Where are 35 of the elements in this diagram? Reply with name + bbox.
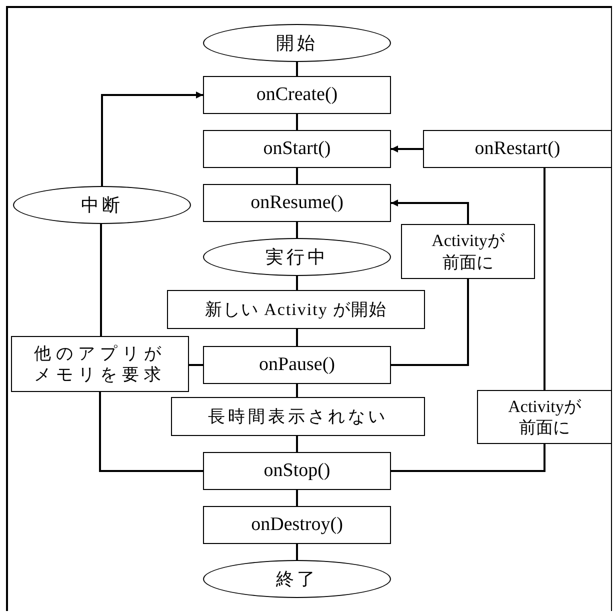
arrow <box>101 92 203 186</box>
terminal-box: 中断 <box>13 186 191 224</box>
condition-box: 他のアプリがメモリを要求 <box>11 336 189 392</box>
process-box: onRestart() <box>423 130 612 168</box>
process-box: onPause() <box>203 346 391 384</box>
connector-line <box>296 490 298 506</box>
connector-line <box>391 279 469 366</box>
connector-line <box>296 222 298 238</box>
connector-line <box>99 392 203 472</box>
start-terminal: 開始 <box>203 24 391 62</box>
arrow <box>391 146 423 152</box>
connector-line <box>296 436 298 452</box>
condition-box: Activityが前面に <box>401 224 535 279</box>
connector-line <box>296 276 298 290</box>
connector-line <box>296 384 298 397</box>
end-terminal: 終了 <box>203 560 391 598</box>
connector-line <box>391 444 546 472</box>
process-box: onDestroy() <box>203 506 391 544</box>
process-box: onResume() <box>203 184 391 222</box>
condition-box: Activityが前面に <box>477 390 612 444</box>
connector-line <box>296 62 298 76</box>
arrow <box>391 200 469 224</box>
process-box: onStop() <box>203 452 391 490</box>
connector-line <box>296 329 298 346</box>
condition-box: 長時間表示されない <box>171 397 425 436</box>
connector-line <box>296 168 298 184</box>
connector-line <box>100 224 102 336</box>
connector-line <box>296 114 298 130</box>
terminal-box: 実行中 <box>203 238 391 276</box>
process-box: onStart() <box>203 130 391 168</box>
connector-line <box>544 168 546 390</box>
process-box: onCreate() <box>203 76 391 114</box>
connector-line <box>296 544 298 560</box>
condition-box: 新しい Activity が開始 <box>167 290 425 329</box>
connector-line <box>189 364 203 366</box>
